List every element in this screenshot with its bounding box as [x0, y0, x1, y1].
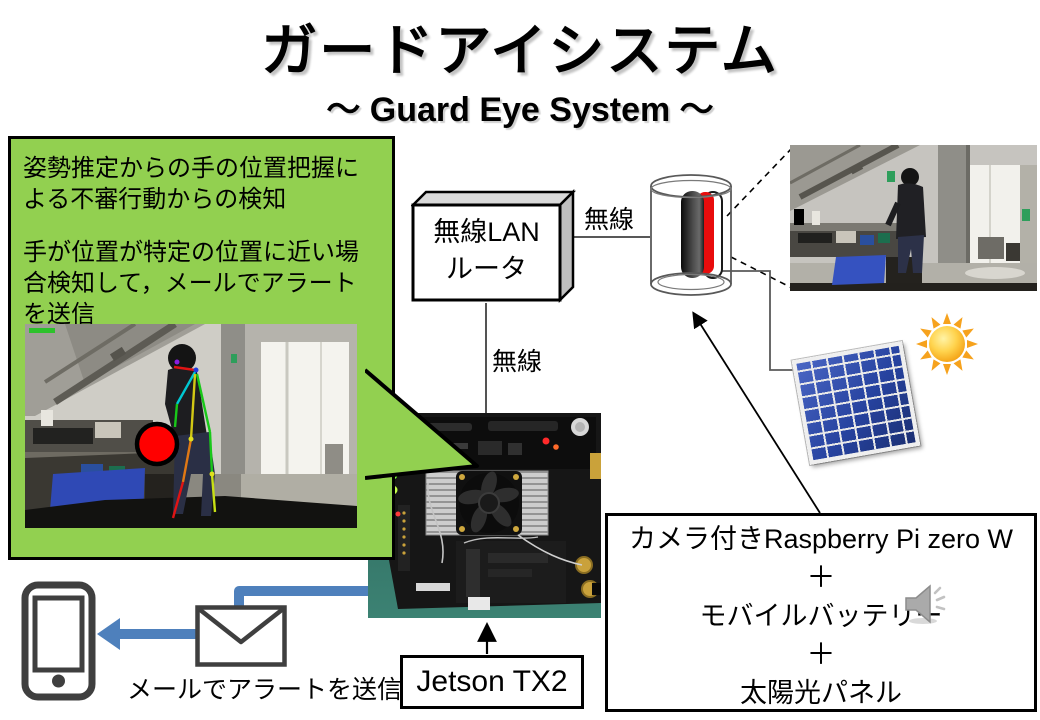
wireless-router-box: [411, 188, 576, 304]
callout-paragraph-1: 姿勢推定からの手の位置把握による不審行動からの検知: [23, 155, 359, 213]
wireless-router-label: 無線LAN ルータ: [433, 217, 540, 284]
sun-icon: [916, 313, 978, 375]
wireless-link-label-right: 無線: [584, 206, 635, 234]
parts-plus-2: ＋: [806, 639, 836, 671]
parts-line-raspberry: カメラ付きRaspberry Pi zero W: [628, 524, 1014, 554]
page-title: ガードアイシステム: [261, 19, 779, 82]
jetson-label-box: Jetson TX2: [400, 655, 584, 709]
jetson-label: Jetson TX2: [416, 665, 568, 698]
callout-tail: [365, 368, 479, 480]
pose-estimation-photo: [25, 324, 357, 528]
camera-cylinder-icon: [650, 174, 732, 296]
page-subtitle: ～ Guard Eye System ～: [326, 91, 714, 129]
surveillance-scene-photo: [790, 145, 1037, 291]
envelope-icon: [195, 605, 287, 667]
smartphone-icon: [21, 581, 96, 701]
parts-line-solar: 太陽光パネル: [740, 678, 902, 708]
alert-red-circle: [134, 421, 180, 467]
solar-panel-icon: [791, 341, 921, 465]
speaker-icon: [905, 584, 946, 624]
callout-paragraph-2: 手が位置が特定の位置に近い場合検知して，メールでアラートを送信: [23, 239, 359, 328]
parts-list-box: カメラ付きRaspberry Pi zero W ＋ モバイルバッテリー ＋ 太…: [605, 513, 1037, 712]
email-alert-caption: メールでアラートを送信: [127, 676, 403, 704]
parts-line-battery: モバイルバッテリー: [699, 601, 943, 631]
parts-plus-1: ＋: [806, 562, 836, 594]
wireless-link-label-down: 無線: [492, 348, 543, 376]
